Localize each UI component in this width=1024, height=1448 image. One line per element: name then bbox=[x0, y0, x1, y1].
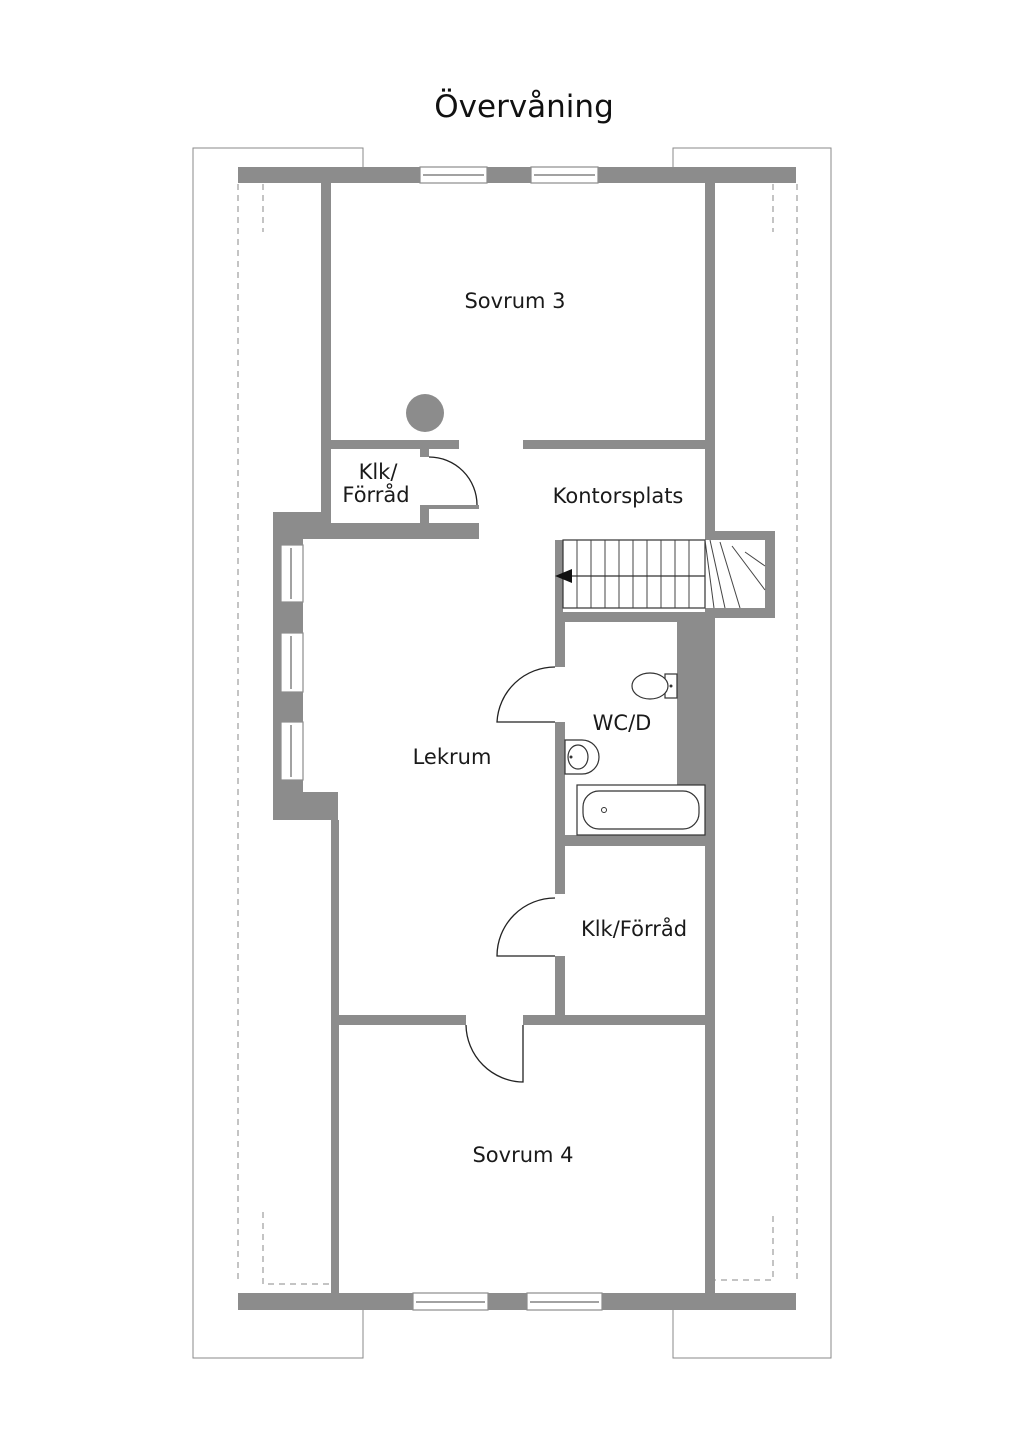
staircase bbox=[562, 539, 706, 609]
sink-icon bbox=[564, 739, 600, 775]
dormer-window-2 bbox=[280, 632, 304, 693]
left-knee-wall-dash bbox=[237, 184, 330, 1285]
wc-bottom-wall bbox=[555, 835, 705, 846]
wc-door bbox=[496, 666, 556, 723]
room-label-klk-forrad-mid: Klk/Förråd bbox=[581, 916, 687, 941]
sovrum4-top-wall-right bbox=[523, 1015, 705, 1025]
chimney bbox=[406, 394, 444, 432]
stair-right-wall bbox=[705, 531, 775, 618]
toilet-icon bbox=[631, 672, 678, 700]
wc-left-wall-lower bbox=[555, 722, 565, 847]
left-dormer-wall bbox=[273, 512, 479, 1293]
room-label-klk-forrad-top-line1: Klk/ bbox=[359, 460, 399, 484]
room-label-klk-forrad-top-line2: Förråd bbox=[342, 482, 409, 507]
mid-closet-door bbox=[496, 897, 556, 957]
room-label-sovrum3: Sovrum 3 bbox=[464, 289, 565, 313]
stair-arrow-icon bbox=[555, 569, 572, 583]
top-exterior-wall bbox=[238, 167, 796, 183]
wc-left-wall bbox=[555, 620, 565, 667]
room-label-sovrum4: Sovrum 4 bbox=[472, 1143, 573, 1167]
dormer-window-1 bbox=[280, 544, 304, 603]
top-closet-right-wall-upper bbox=[420, 449, 429, 457]
right-knee-wall-dash bbox=[714, 184, 798, 1284]
room-label-lekrum: Lekrum bbox=[413, 745, 492, 769]
top-closet-door bbox=[428, 456, 478, 506]
room-label-wc-d: WC/D bbox=[593, 711, 652, 735]
right-eave-outline bbox=[672, 147, 832, 1359]
dormer-window-3 bbox=[280, 721, 304, 781]
wc-top-wall bbox=[555, 612, 705, 622]
top-closet-door-jamb bbox=[429, 505, 479, 509]
mid-closet-left-wall-lower bbox=[555, 956, 565, 1015]
sovrum3-bottom-wall-left bbox=[331, 440, 459, 449]
room-label-kontorsplats: Kontorsplats bbox=[553, 484, 684, 508]
mid-closet-left-wall-upper bbox=[555, 846, 565, 894]
stair-left-wall bbox=[555, 540, 563, 620]
stair-treads bbox=[576, 539, 766, 609]
sovrum4-door bbox=[465, 1024, 524, 1083]
sovrum4-top-wall-left bbox=[339, 1015, 466, 1025]
floor-title: Övervåning bbox=[434, 88, 614, 125]
top-closet-right-wall-lower bbox=[420, 505, 429, 523]
left-wall-upper bbox=[321, 183, 331, 523]
bathtub-icon bbox=[576, 784, 706, 836]
sovrum3-bottom-wall-right bbox=[523, 440, 705, 449]
left-eave-outline bbox=[192, 147, 364, 1359]
right-wall-upper bbox=[705, 183, 715, 531]
bottom-exterior-wall bbox=[238, 1293, 796, 1310]
wc-right-shaft bbox=[677, 620, 705, 785]
right-wall-lower bbox=[705, 618, 715, 1293]
